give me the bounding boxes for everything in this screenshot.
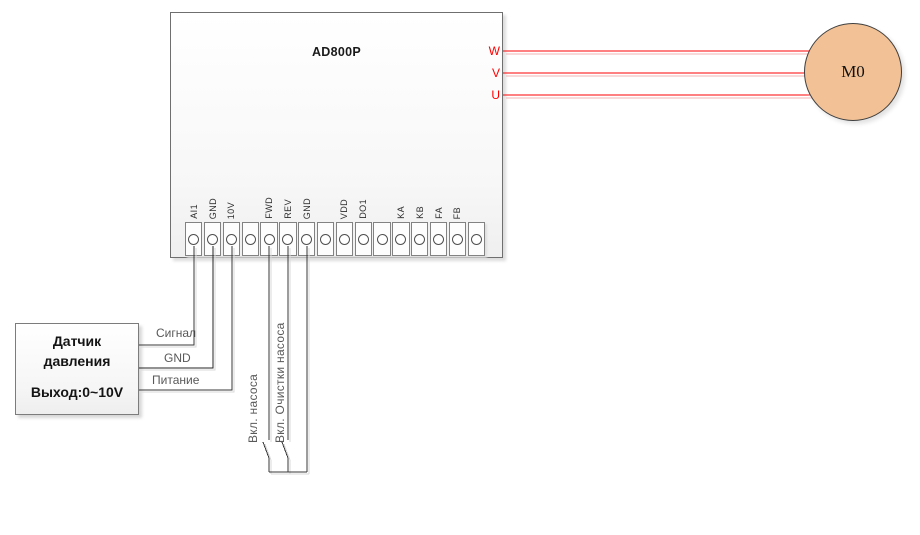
terminal-label: KB <box>414 206 425 219</box>
terminal-strip: AI1 GND 10V FWD REV GND VDD DO1 KA KB FA… <box>185 197 485 256</box>
sensor-title: Датчик давления <box>16 331 138 371</box>
wire-label-power: Питание <box>152 373 200 387</box>
terminal-blank-1 <box>241 222 259 256</box>
switch-blade-rev-icon <box>281 441 289 459</box>
terminal-fa: FA <box>429 207 448 256</box>
terminal-label: DO1 <box>358 199 369 219</box>
terminal-screw-icon <box>282 233 294 245</box>
inverter-title: AD800P <box>311 45 362 59</box>
terminal-screw-icon <box>395 233 407 245</box>
terminal-label: FB <box>452 206 463 219</box>
wire-power <box>139 246 233 391</box>
switch-blade-fwd-icon <box>262 441 270 459</box>
terminal-kb: KB <box>411 206 429 256</box>
terminal-screw-icon <box>357 233 369 245</box>
terminal-gnd-2: GND <box>298 198 316 256</box>
terminal-screw-icon <box>244 233 256 245</box>
wire-label-gnd: GND <box>164 351 191 365</box>
terminal-screw-icon <box>338 233 350 245</box>
sensor-title-line1: Датчик <box>52 333 102 349</box>
switch-label-pump-on: Вкл. насоса <box>246 373 260 443</box>
terminal-blank-3 <box>373 222 391 256</box>
wire-label-signal: Сигнал <box>156 326 197 340</box>
terminal-screw-icon <box>225 233 237 245</box>
terminal-label: REV <box>282 199 293 219</box>
terminal-blank-4 <box>467 222 485 256</box>
terminal-fb: FB <box>448 207 467 256</box>
terminal-screw-icon <box>263 233 275 245</box>
terminal-screw-icon <box>320 233 332 245</box>
terminal-blank-2 <box>316 222 335 256</box>
terminal-rev: REV <box>279 199 297 256</box>
terminal-screw-icon <box>301 233 313 245</box>
terminal-gnd-1: GND <box>203 198 222 256</box>
terminal-label: VDD <box>339 198 350 219</box>
output-label-v: V <box>491 66 500 80</box>
terminal-10v: 10V <box>222 202 241 256</box>
terminal-label: 10V <box>226 201 237 219</box>
terminal-ka: KA <box>392 206 410 256</box>
motor-symbol: M0 <box>804 23 902 121</box>
terminal-label: GND <box>301 197 312 219</box>
terminal-screw-icon <box>433 233 445 245</box>
sensor-title-line2: давления <box>43 353 111 369</box>
terminal-screw-icon <box>207 233 219 245</box>
terminal-label: FWD <box>264 197 275 219</box>
motor-wire-shadows <box>506 53 812 99</box>
inverter-box <box>170 12 503 258</box>
terminal-do1: DO1 <box>354 199 372 256</box>
switch-label-pump-clean-on: Вкл. Очистки насоса <box>273 322 287 443</box>
motor-label: M0 <box>841 62 865 81</box>
terminal-screw-icon <box>376 233 388 245</box>
terminal-label: KA <box>395 206 406 219</box>
terminal-ai1: AI1 <box>185 204 203 256</box>
terminal-label: GND <box>207 197 218 219</box>
terminal-screw-icon <box>414 233 426 245</box>
terminal-label: AI1 <box>188 204 199 219</box>
output-label-w: W <box>488 44 500 58</box>
output-label-u: U <box>491 88 500 102</box>
terminal-vdd: VDD <box>335 199 354 256</box>
sensor-output-range: Выход:0~10V <box>30 384 124 400</box>
terminal-label: FA <box>433 207 444 219</box>
terminal-screw-icon <box>470 233 482 245</box>
terminal-screw-icon <box>188 233 200 245</box>
terminal-fwd: FWD <box>260 197 278 256</box>
wire-gnd <box>139 246 214 369</box>
terminal-screw-icon <box>451 233 463 245</box>
pressure-sensor-box: Датчик давления Выход:0~10V <box>15 323 139 415</box>
